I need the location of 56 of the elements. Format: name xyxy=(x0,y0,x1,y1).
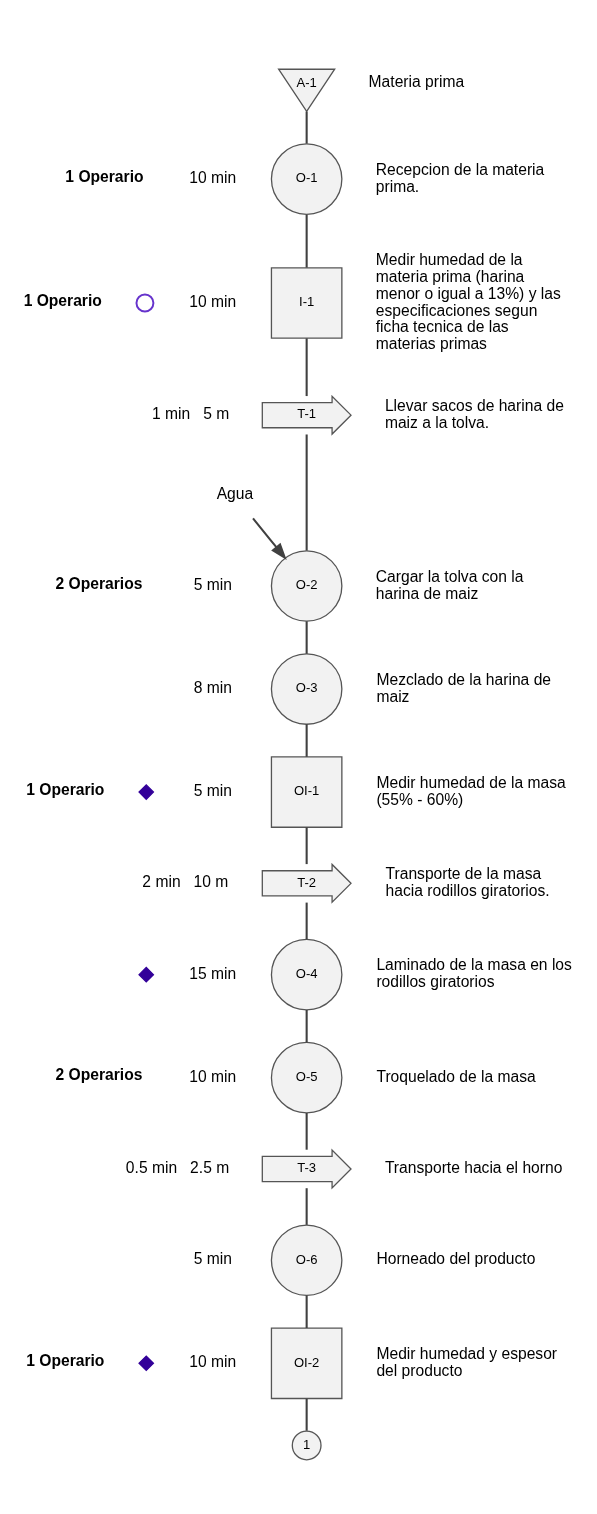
node-label: 10 min xyxy=(189,292,237,310)
connector xyxy=(305,1295,308,1328)
node-label: Materia prima xyxy=(368,72,465,90)
node-circle: O-5 xyxy=(270,1041,343,1114)
node-label: Medir humedad y espesor del producto xyxy=(376,1344,558,1379)
node-circle: O-6 xyxy=(270,1223,343,1296)
connector xyxy=(305,902,308,939)
node-label: Transporte hacia el horno xyxy=(384,1158,563,1176)
connector xyxy=(305,1009,308,1042)
node-circle: O-2 xyxy=(270,549,343,622)
connector xyxy=(305,723,308,757)
node-label: Laminado de la masa en los rodillos giratorios xyxy=(376,955,572,990)
node-label: 0.5 min 2.5 m xyxy=(125,1158,230,1176)
connector xyxy=(305,1112,308,1150)
connector xyxy=(305,434,308,551)
node-label: 5 min xyxy=(193,1249,232,1267)
node-label: 10 min xyxy=(189,1352,237,1370)
node-label: 2 min 10 m xyxy=(142,872,229,890)
connector xyxy=(305,1398,308,1431)
connector xyxy=(305,214,308,268)
node-label: Mezclado de la harina de maiz xyxy=(376,670,552,705)
node-label: Troquelado de la masa xyxy=(376,1067,536,1085)
label: 1 Operario xyxy=(65,167,144,185)
node-label: Medir humedad de la masa (55% - 60%) xyxy=(376,773,566,808)
label: 2 Operarios xyxy=(55,574,143,592)
node-label: 8 min xyxy=(193,678,232,696)
node-label: Recepcion de la materia prima. xyxy=(375,160,545,195)
node-circle: O-4 xyxy=(270,938,343,1010)
label: 2 Operarios xyxy=(55,1065,143,1083)
label: 1 Operario xyxy=(23,291,102,309)
connector xyxy=(305,1187,308,1225)
node-label: 5 min xyxy=(193,575,232,593)
node-label: 10 min xyxy=(189,1067,237,1085)
label: 1 Operario xyxy=(26,780,105,798)
node-box: OI-2 xyxy=(270,1326,343,1399)
node-text: Agua xyxy=(216,484,254,502)
node-label: Medir humedad de la materia prima (harina menor o igual a 13%) y las especificaciones segun ficha tecnica de las materias primas xyxy=(375,250,561,352)
node-label: 5 min xyxy=(193,781,232,799)
connector xyxy=(305,337,308,396)
node-label: Llevar sacos de harina de maiz a la tolva. xyxy=(384,396,564,431)
node-label: 10 min xyxy=(189,168,237,186)
node-label: Transporte de la masa hacia rodillos giratorios. xyxy=(385,864,550,899)
arrow xyxy=(252,517,287,560)
label: 1 Operario xyxy=(26,1351,105,1369)
connector xyxy=(305,620,308,654)
node-circle: O-1 xyxy=(270,142,343,215)
connector xyxy=(305,826,308,864)
node-circle: 1 xyxy=(291,1429,322,1460)
node-label: 1 min 5 m xyxy=(151,404,230,422)
node-box: OI-1 xyxy=(270,755,343,828)
node-label: 15 min xyxy=(189,964,237,982)
node-label: Cargar la tolva con la harina de maiz xyxy=(375,567,524,602)
connector xyxy=(305,111,308,144)
node-label: Horneado del producto xyxy=(376,1249,536,1267)
node-box: I-1 xyxy=(270,266,343,339)
node-circle: O-3 xyxy=(270,652,343,725)
